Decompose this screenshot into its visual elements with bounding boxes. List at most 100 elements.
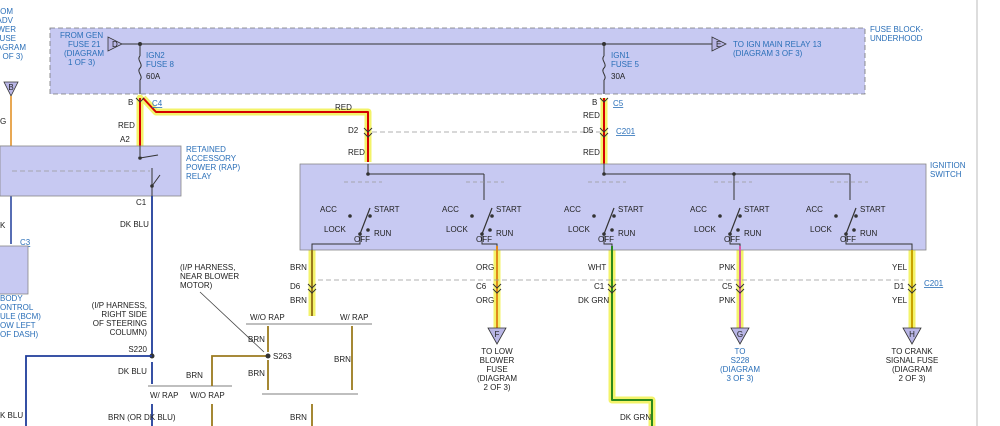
connector-c201-top[interactable]: C201 [616, 127, 636, 136]
rap-name-2: ACCESSORY [186, 154, 237, 163]
left-from-line-2: NADV [0, 16, 14, 25]
pin-a2-label: A2 [120, 135, 130, 144]
ign-bus-node-3 [732, 172, 736, 176]
ign-bus-node-2 [602, 172, 606, 176]
pin-c1b-label: C1 [594, 282, 605, 291]
to-low-line-2: BLOWER [480, 356, 515, 365]
switch-4-lock-label: LOCK [694, 225, 716, 234]
ignition-switch: IGNITION SWITCH [299, 161, 966, 251]
pnk-top-label: PNK [719, 263, 736, 272]
connector-d-label: D [112, 40, 118, 49]
pin-d1-label: D1 [894, 282, 905, 291]
pin-c5b-label: C5 [722, 282, 733, 291]
switch-2-contact-run [488, 228, 492, 232]
destination-g[interactable]: G [730, 327, 750, 345]
brn-or-dk-blu-label: BRN (OR DK BLU) [108, 413, 176, 422]
switch-4-acc-label: ACC [690, 205, 707, 214]
connector-g-label: G [737, 330, 743, 339]
wo-rap-top-label: W/O RAP [250, 313, 285, 322]
switch-3-off-label: OFF [598, 235, 614, 244]
s263-label: S263 [273, 352, 292, 361]
switch-4-contact-acc [718, 214, 722, 218]
rap-relay: RED A2 RETAINED ACCESSORY POWER (RAP) RE… [0, 121, 241, 356]
brn-final-label: BRN [290, 413, 307, 422]
pin-d5-chevron-2 [599, 132, 609, 138]
ign2-line-1: IGN2 [146, 51, 165, 60]
switch-3-start-label: START [618, 205, 644, 214]
to-crank-line-3: (DIAGRAM [892, 365, 932, 374]
red-top-label: RED [335, 103, 352, 112]
red-mid-label: RED [348, 148, 365, 157]
switch-1-output-lead [311, 234, 361, 250]
to-low-line-1: TO LOW [481, 347, 513, 356]
yel-top-label: YEL [892, 263, 908, 272]
destination-f[interactable]: F [487, 327, 507, 345]
switch-5-output-lead [845, 234, 913, 250]
connector-h-icon [902, 327, 922, 345]
to-s228-line-3: (DIAGRAM [720, 365, 760, 374]
switch-1-blade [359, 207, 371, 235]
pin-d5-label: D5 [583, 126, 594, 135]
switch-2-contact-acc [470, 214, 474, 218]
to-ign-line-1: TO IGN MAIN RELAY 13 [733, 40, 822, 49]
switch-5-off-label: OFF [840, 235, 856, 244]
left-from-line-1: FROM [0, 7, 13, 16]
brn-top-label: BRN [290, 263, 307, 272]
dk-blu-label: DK BLU [120, 220, 149, 229]
switch-2-start-label: START [496, 205, 522, 214]
switch-5-contact-start [854, 214, 858, 218]
ip-steering-line-4: COLUMN) [110, 328, 148, 337]
fuse-block-name-2: UNDERHOOD [870, 34, 923, 43]
connector-e-icon [711, 36, 727, 52]
pin-d2-chevron [363, 127, 373, 133]
switch-1-contact-run [366, 228, 370, 232]
to-s228-line-1: TO [735, 347, 746, 356]
connector-e-label: E [716, 40, 721, 49]
connector-c5[interactable]: C5 [613, 99, 624, 108]
connector-d-icon [107, 36, 123, 52]
ign1-line-1: IGN1 [611, 51, 630, 60]
ign1-line-2: FUSE 5 [611, 60, 640, 69]
switch-3-blade [603, 207, 615, 235]
to-low-line-5: 2 OF 3) [483, 383, 510, 392]
bcm-box [0, 245, 29, 295]
connector-c4[interactable]: C4 [152, 99, 163, 108]
to-crank-line-1: TO CRANK [891, 347, 933, 356]
switch-2-lock-label: LOCK [446, 225, 468, 234]
brn-right-label: BRN [334, 355, 351, 364]
pin-b-left: B [128, 98, 133, 107]
rap-name-4: RELAY [186, 172, 212, 181]
rap-switch-arm-2 [151, 174, 161, 187]
switch-2-acc-label: ACC [442, 205, 459, 214]
switch-3-contact-acc [592, 214, 596, 218]
pin-b-left-chevron [135, 97, 145, 103]
connector-c201-bottom[interactable]: C201 [924, 279, 944, 288]
connector-c3[interactable]: C3 [20, 238, 31, 247]
pin-d2-label: D2 [348, 126, 359, 135]
switch-5-lock-label: LOCK [810, 225, 832, 234]
brn-mid-label: BRN [186, 371, 203, 380]
brn-bottom-label: BRN [290, 296, 307, 305]
pnk-bottom-label: PNK [719, 296, 736, 305]
destination-h[interactable]: H [902, 327, 922, 345]
connector-f-icon [487, 327, 507, 345]
switch-4-run-label: RUN [744, 229, 762, 238]
dk-grn-bottom-label: DK GRN [620, 413, 651, 422]
rap-name-3: POWER (RAP) [186, 163, 241, 172]
switch-3-run-label: RUN [618, 229, 636, 238]
org-top-label: ORG [476, 263, 494, 272]
red-lower-label: RED [583, 148, 600, 157]
pin-d6-label: D6 [290, 282, 301, 291]
connector-f-label: F [495, 330, 500, 339]
switch-1-off-label: OFF [354, 235, 370, 244]
wht-top-label: WHT [588, 263, 606, 272]
switch-1-lock-label: LOCK [324, 225, 346, 234]
switch-3-contact-run [610, 228, 614, 232]
rap-red-label: RED [118, 121, 135, 130]
connector-h-label: H [909, 330, 915, 339]
brn-s263-top-label: BRN [248, 335, 265, 344]
ignition-name-1: IGNITION [930, 161, 966, 170]
to-s228-line-2: S228 [731, 356, 750, 365]
ip-steering-line-2: RIGHT SIDE [101, 310, 147, 319]
switch-2-off-label: OFF [476, 235, 492, 244]
